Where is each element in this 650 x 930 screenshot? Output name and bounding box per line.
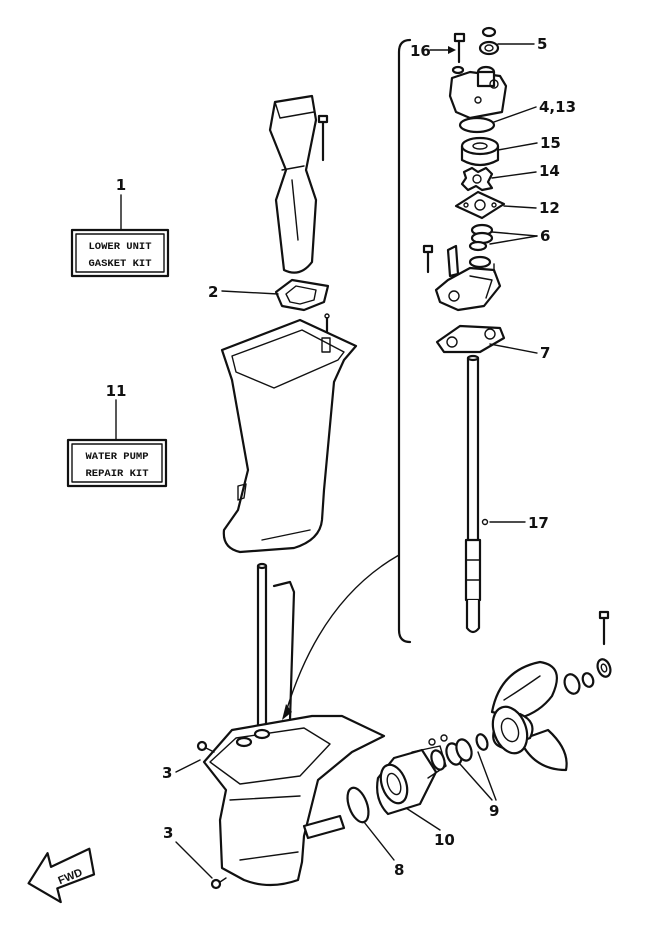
kit-number: 1: [116, 176, 126, 194]
part-2-gasket: [274, 278, 330, 312]
callout-label: 9: [489, 802, 499, 820]
part-4-13-o-ring: [458, 116, 496, 134]
part-3-screw-lower: [210, 877, 227, 890]
kit-line-1: LOWER UNIT: [88, 241, 151, 253]
part-16-bolt: [453, 32, 466, 64]
part-15-insert-cartridge: [460, 136, 500, 167]
fwd-arrow: FWD: [27, 847, 96, 904]
kit-box-water-pump-repair: 11 WATER PUMP REPAIR KIT: [66, 382, 168, 488]
pump-group-bracket: [397, 38, 412, 644]
kit-line-1: WATER PUMP: [85, 451, 148, 463]
pump-to-housing-leader: [285, 554, 400, 713]
callout-15: 15: [497, 134, 561, 152]
callout-17: 17: [489, 514, 549, 532]
callout-10: 10: [405, 807, 455, 849]
upper-casing: [220, 313, 358, 554]
part-9-seals: [428, 733, 489, 771]
callout-label: 16: [410, 42, 431, 60]
callout-label: 4,13: [539, 98, 576, 116]
part-8-o-ring: [346, 786, 370, 824]
callout-3-upper: 3: [162, 759, 201, 782]
callout-label: 10: [434, 831, 455, 849]
callout-label: 15: [540, 134, 561, 152]
callout-label: 14: [539, 162, 560, 180]
callout-label: 3: [163, 824, 173, 842]
part-10-bearing-housing: [376, 745, 447, 816]
callout-label: 2: [208, 283, 218, 301]
callout-label: 8: [394, 861, 404, 879]
kit-line-2: REPAIR KIT: [85, 468, 148, 480]
callout-2: 2: [208, 283, 279, 301]
callout-label: 5: [537, 35, 547, 53]
callout-label: 3: [162, 764, 172, 782]
exhaust-guide: [268, 94, 329, 274]
callout-4-13: 4,13: [493, 98, 576, 123]
callout-5: 5: [497, 35, 547, 53]
kit-line-2: GASKET KIT: [88, 258, 151, 270]
part-6-seals: [468, 223, 494, 252]
callout-16: 16: [410, 42, 456, 60]
part-3-screw-upper: [196, 740, 215, 753]
callout-9: 9: [459, 751, 499, 820]
part-17-drive-shaft: [464, 354, 489, 634]
kit-box-lower-unit-gasket: 1 LOWER UNIT GASKET KIT: [70, 176, 170, 278]
callout-label: 6: [540, 227, 550, 245]
callout-12: 12: [503, 199, 560, 217]
propeller: [490, 660, 568, 772]
callout-7: 7: [489, 343, 550, 362]
lower-unit-housing: [202, 562, 386, 887]
callout-label: 7: [540, 344, 550, 362]
pump-housing-base: [422, 244, 502, 312]
callout-3-lower: 3: [163, 824, 213, 879]
part-14-impeller: [460, 166, 494, 192]
callout-8: 8: [363, 821, 404, 879]
part-7-gasket: [435, 324, 506, 354]
pump-cover: [448, 65, 508, 120]
callout-label: 12: [539, 199, 560, 217]
callout-6: 6: [489, 227, 550, 245]
callout-14: 14: [491, 162, 560, 180]
propeller-hardware: [563, 610, 612, 695]
callout-label: 17: [528, 514, 549, 532]
part-12-outer-plate: [454, 190, 506, 220]
part-5-grommet: [478, 26, 500, 56]
kit-number: 11: [106, 382, 127, 400]
